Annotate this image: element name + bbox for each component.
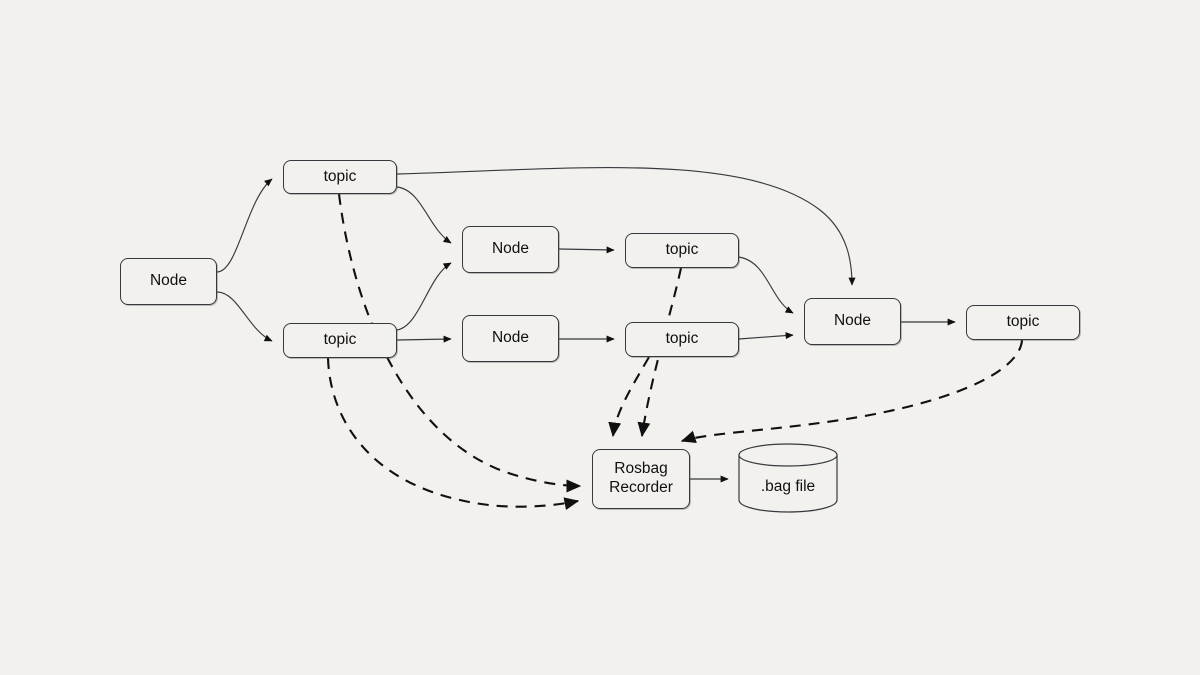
topic-label: topic (323, 167, 357, 185)
cylinder-body (738, 454, 838, 513)
node-label: Node (149, 272, 188, 290)
rosbag-label-line-1: Rosbag (614, 460, 668, 478)
rosbag-label-line-2: Recorder (609, 479, 673, 496)
node-box-a[interactable]: Node (462, 226, 559, 273)
topic-box-2[interactable]: topic (283, 323, 397, 358)
rosbag-recorder-box[interactable]: Rosbag Recorder (592, 449, 690, 509)
dashed-edge-topic-1-to-rosbag (337, 193, 582, 493)
topic-label: topic (1006, 313, 1040, 331)
edge-topic-1-to-node-a (396, 186, 452, 244)
topic-box-5[interactable]: topic (966, 305, 1080, 340)
node-label: Node (491, 240, 530, 258)
node-box-c[interactable]: Node (804, 298, 901, 345)
edge-topic-1-to-node-c (396, 167, 856, 286)
edge-topic-3-to-node-c (738, 256, 794, 314)
dashed-edge-topic-5-to-rosbag (680, 339, 1024, 444)
edge-node-a-to-topic-3 (558, 246, 615, 254)
dashed-edge-topic-2-to-rosbag (326, 357, 580, 510)
edge-topic-2-to-node-a (396, 262, 452, 331)
node-label: Node (491, 329, 530, 347)
topic-label: topic (323, 331, 357, 349)
edge-node-src-to-topic-2 (216, 291, 273, 342)
edge-node-src-to-topic-1 (216, 178, 273, 273)
topic-box-1[interactable]: topic (283, 160, 397, 194)
node-box-source[interactable]: Node (120, 258, 217, 305)
bag-file-database[interactable]: .bag file (738, 442, 838, 513)
dashed-edge-topic-4-to-rosbag (608, 356, 650, 438)
node-box-b[interactable]: Node (462, 315, 559, 362)
edge-topic-4-to-node-c (738, 332, 794, 340)
edge-topic-2-to-node-b (396, 335, 452, 343)
cylinder-top (738, 443, 838, 467)
topic-box-4[interactable]: topic (625, 322, 739, 357)
topic-label: topic (665, 330, 699, 348)
node-label: Node (833, 312, 872, 330)
topic-box-3[interactable]: topic (625, 233, 739, 268)
topic-label: topic (665, 241, 699, 259)
